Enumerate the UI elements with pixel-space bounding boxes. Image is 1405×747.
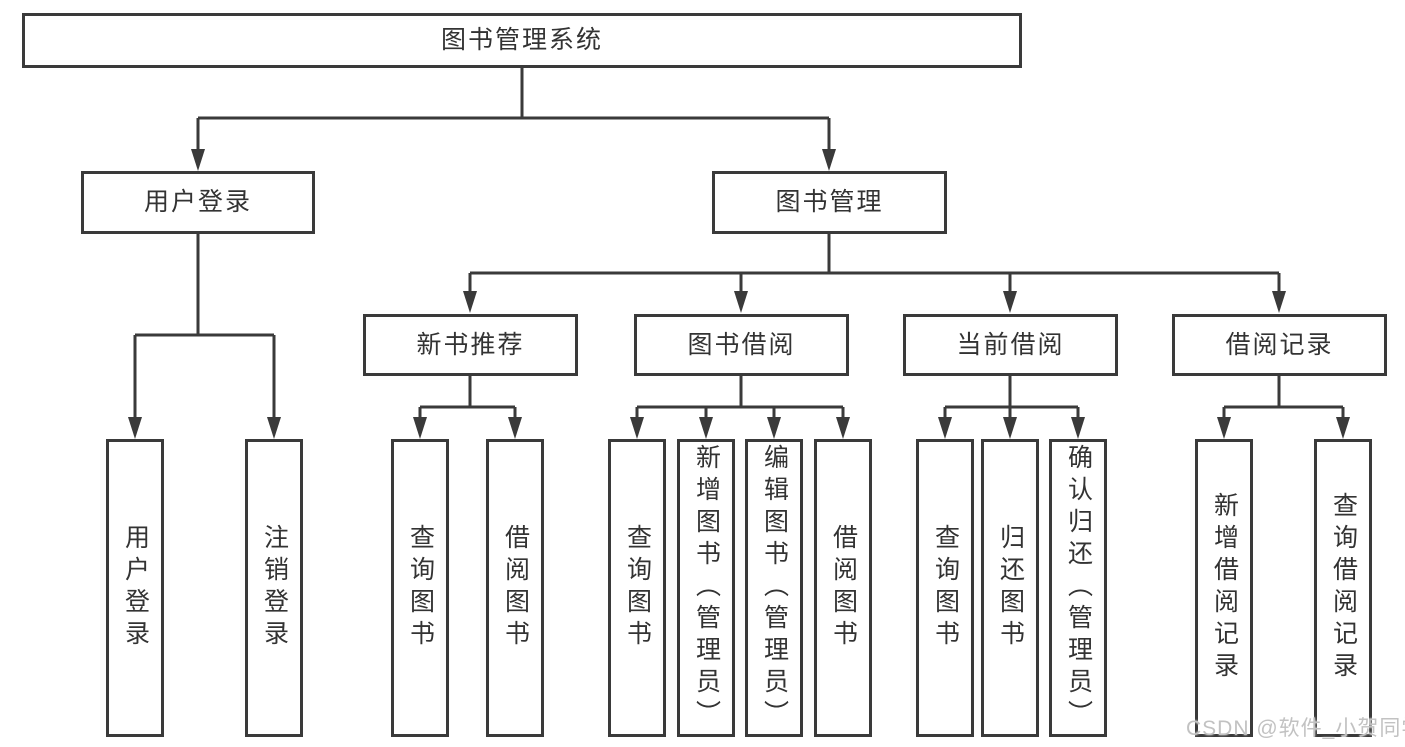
node-book-borrow: 图书借阅 bbox=[634, 314, 849, 376]
node-leaf-add-book-admin: 新增图书（管理员） bbox=[677, 439, 735, 737]
node-leaf-borrow-books-recommend: 借阅图书 bbox=[486, 439, 544, 737]
node-leaf-query-borrow-record: 查询借阅记录 bbox=[1314, 439, 1372, 737]
node-new-book-recommend: 新书推荐 bbox=[363, 314, 578, 376]
node-leaf-return-book: 归还图书 bbox=[981, 439, 1039, 737]
node-user-login: 用户登录 bbox=[81, 171, 315, 234]
node-leaf-add-borrow-record: 新增借阅记录 bbox=[1195, 439, 1253, 737]
node-leaf-edit-book-admin: 编辑图书（管理员） bbox=[745, 439, 803, 737]
node-leaf-query-books-recommend: 查询图书 bbox=[391, 439, 449, 737]
arrowheads bbox=[128, 149, 1350, 439]
node-leaf-confirm-return-admin: 确认归还（管理员） bbox=[1049, 439, 1107, 737]
csdn-watermark: CSDN @软件_小贺同学 bbox=[1186, 717, 1405, 740]
node-leaf-user-login: 用户登录 bbox=[106, 439, 164, 737]
node-leaf-query-books-current: 查询图书 bbox=[916, 439, 974, 737]
node-leaf-borrow-books: 借阅图书 bbox=[814, 439, 872, 737]
node-current-borrow: 当前借阅 bbox=[903, 314, 1118, 376]
node-library-system: 图书管理系统 bbox=[22, 13, 1022, 68]
node-leaf-logout: 注销登录 bbox=[245, 439, 303, 737]
node-borrow-records: 借阅记录 bbox=[1172, 314, 1387, 376]
node-leaf-query-books-borrow: 查询图书 bbox=[608, 439, 666, 737]
node-book-management: 图书管理 bbox=[712, 171, 947, 234]
